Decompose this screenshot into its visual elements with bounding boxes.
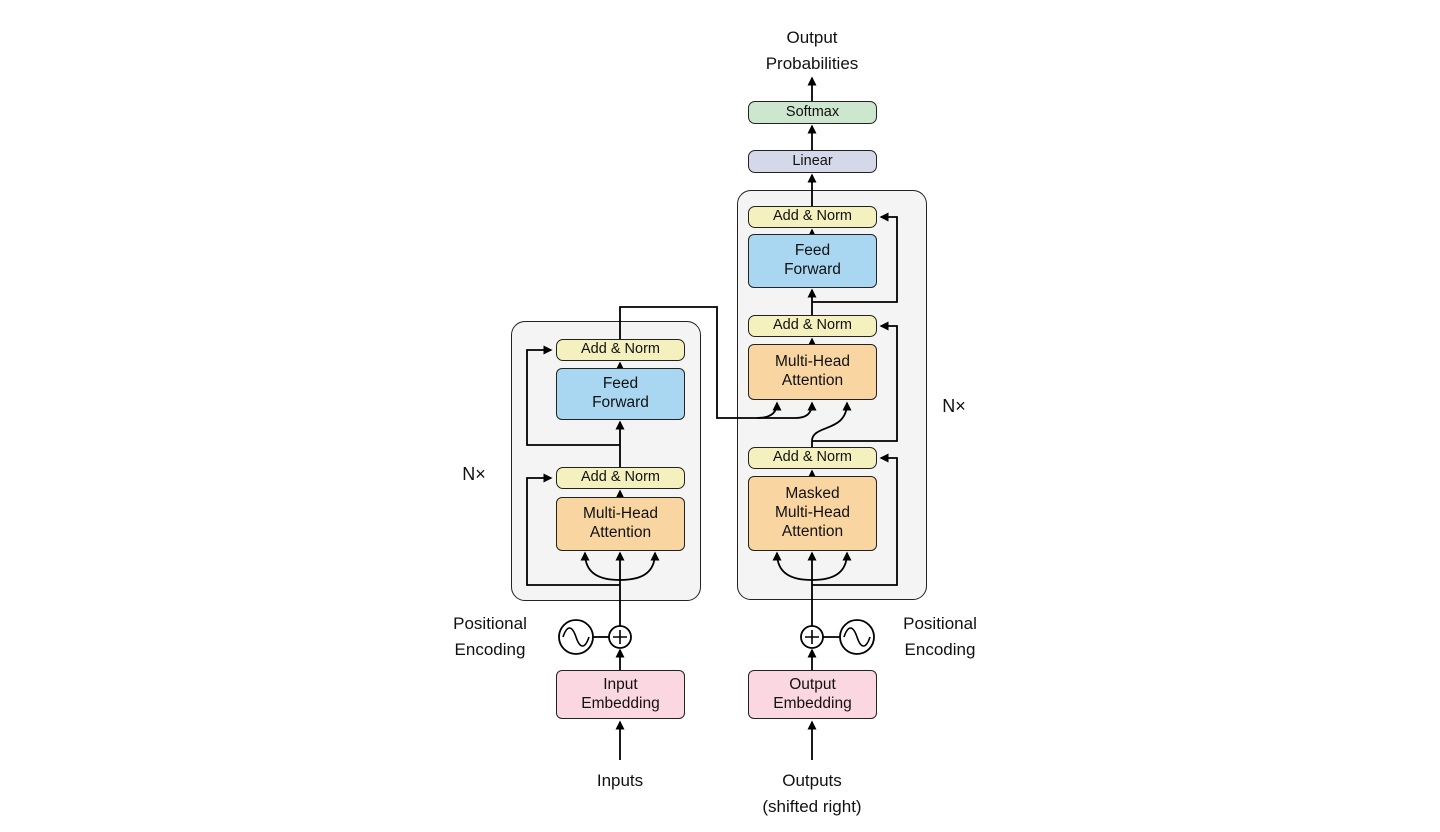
encoder-addnorm-1-box: Add & Norm xyxy=(556,467,685,489)
positional-encoding-sine-icon xyxy=(839,619,875,655)
input-embedding-box: Input Embedding xyxy=(556,670,685,719)
outputs-shifted-right-label: Outputs (shifted right) xyxy=(762,771,862,816)
encoder-addnorm-2-box: Add & Norm xyxy=(556,339,685,361)
decoder-multi-head-attention-box: Multi-Head Attention xyxy=(748,344,877,400)
n-times-label-decoder: N× xyxy=(942,396,966,416)
add-plus-icon xyxy=(608,625,632,649)
positional-encoding-label-right: Positional Encoding xyxy=(903,614,977,659)
positional-encoding-label-left: Positional Encoding xyxy=(453,614,527,659)
decoder-addnorm-2-box: Add & Norm xyxy=(748,315,877,337)
masked-multi-head-attention-box: Masked Multi-Head Attention xyxy=(748,476,877,551)
softmax-box: Softmax xyxy=(748,101,877,124)
linear-box: Linear xyxy=(748,150,877,173)
n-times-label-encoder: N× xyxy=(462,464,486,484)
output-probabilities-label: Output Probabilities xyxy=(765,28,859,73)
add-plus-icon xyxy=(800,625,824,649)
encoder-feed-forward-box: Feed Forward xyxy=(556,368,685,420)
inputs-label: Inputs xyxy=(596,771,644,790)
decoder-feed-forward-box: Feed Forward xyxy=(748,234,877,288)
encoder-multi-head-attention-box: Multi-Head Attention xyxy=(556,497,685,551)
decoder-addnorm-1-box: Add & Norm xyxy=(748,447,877,469)
decoder-addnorm-3-box: Add & Norm xyxy=(748,206,877,228)
positional-encoding-sine-icon xyxy=(558,619,594,655)
output-embedding-box: Output Embedding xyxy=(748,670,877,719)
encoder-stack-container xyxy=(511,321,701,601)
